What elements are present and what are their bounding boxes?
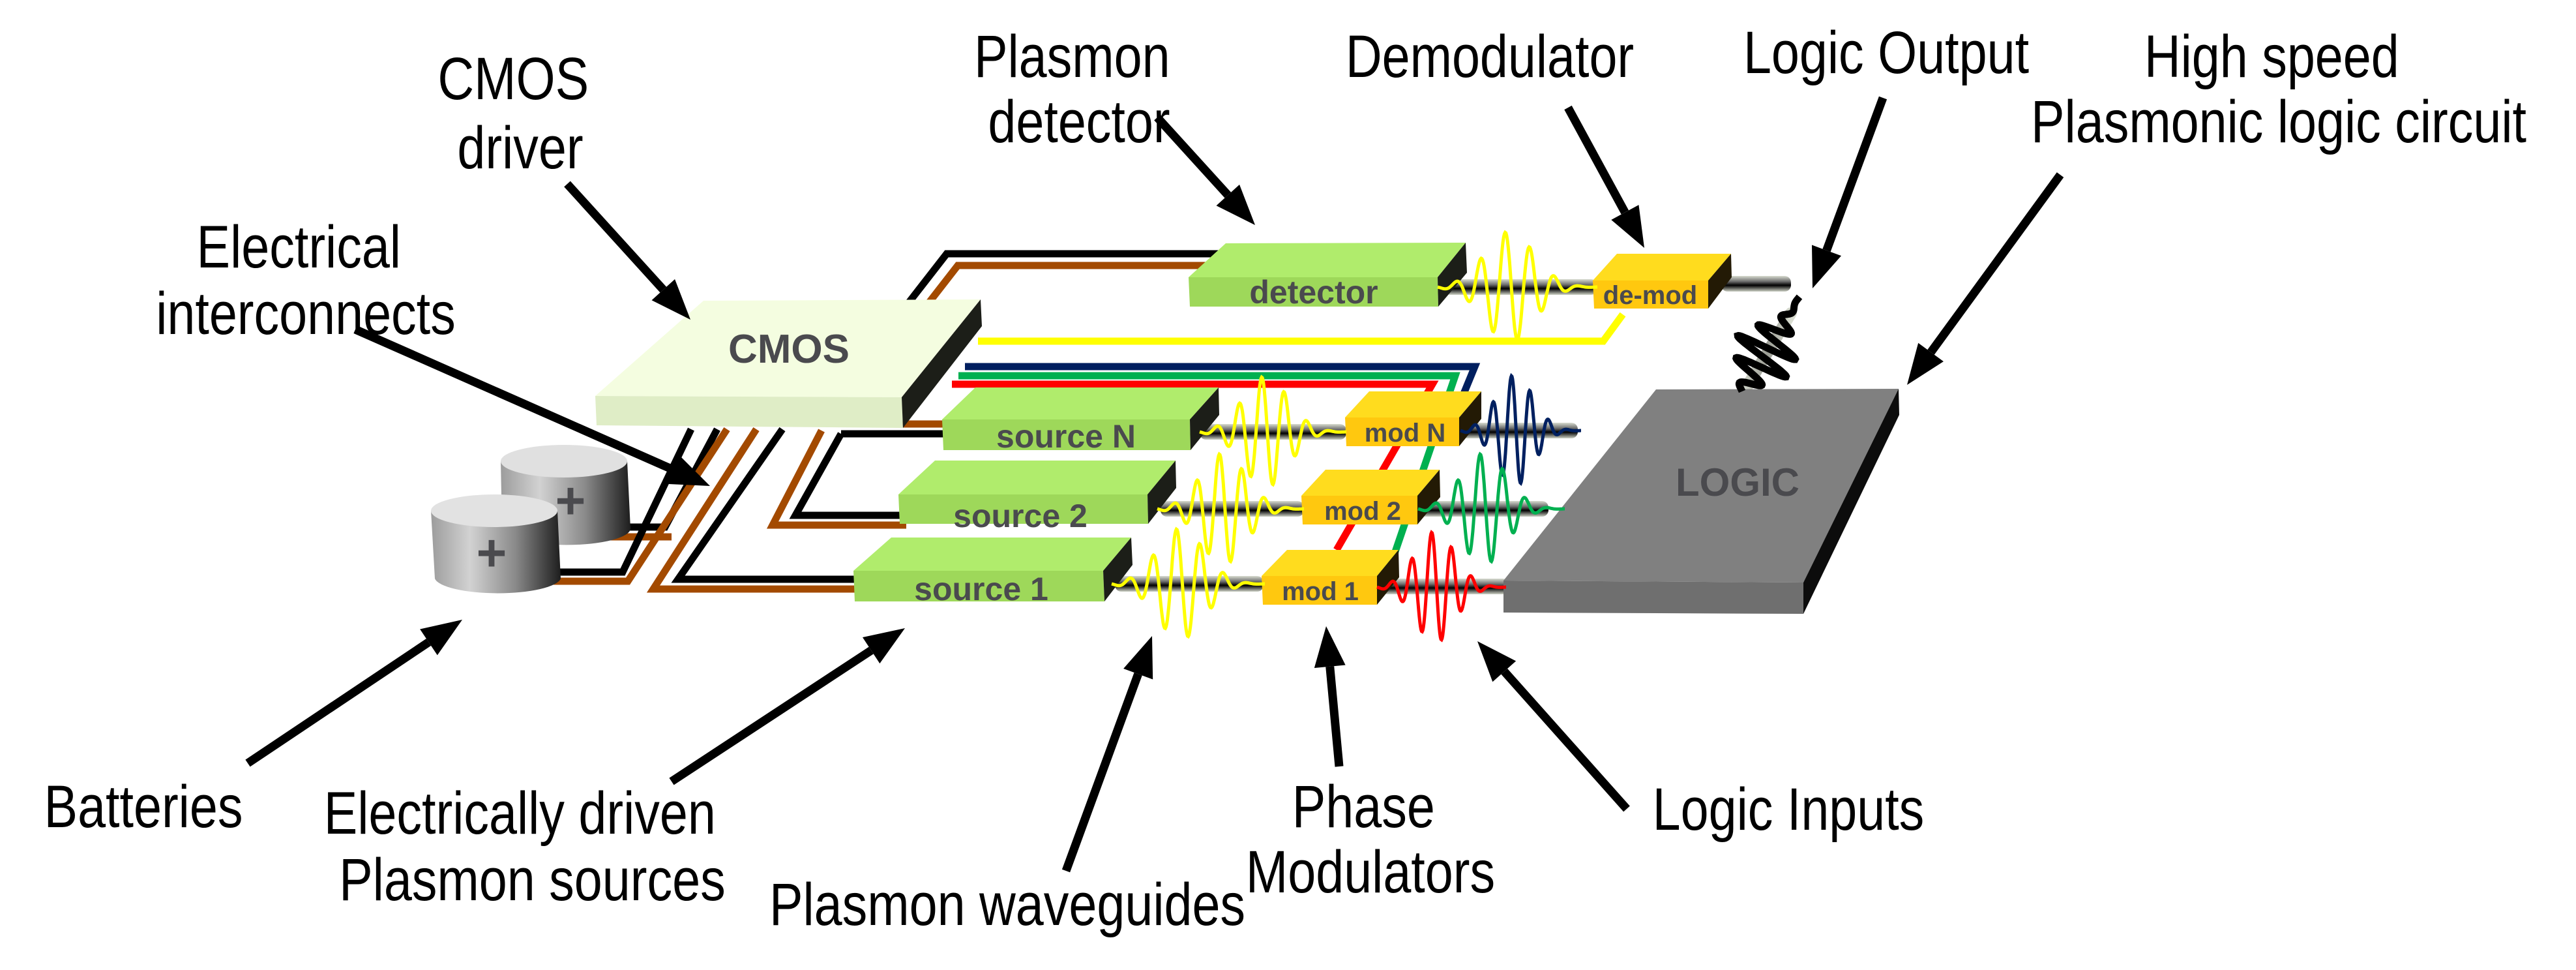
wire-brown-detector [923, 262, 1219, 309]
wave-mod2-logic [1417, 451, 1565, 564]
cmos-block-label: CMOS [728, 327, 850, 372]
cmos-block: CMOS [595, 299, 982, 428]
detector-block-label: detector [1249, 274, 1378, 311]
mod-1-block: mod 1 [1262, 550, 1399, 606]
wave-source1-mod1 [1111, 526, 1265, 639]
logic-block: LOGIC [1503, 389, 1899, 614]
source-1-block: source 1 [853, 538, 1133, 607]
wave-logic-output [1732, 294, 1803, 393]
plasmon-waves [1111, 230, 1803, 643]
label-logic-inputs: Logic Inputs [1653, 776, 1925, 843]
wave-modN-logic [1460, 372, 1581, 486]
label-cmos-driver: CMOS driver [437, 46, 602, 182]
demodulator-block-label: de-mod [1603, 281, 1697, 310]
mod-2-block-label: mod 2 [1324, 497, 1401, 526]
source-1-block-label: source 1 [914, 571, 1048, 607]
wire-black-battery-front [554, 427, 694, 576]
wire-black-source2 [789, 432, 906, 519]
label-electrical-interconnects: Electrical interconnects [156, 214, 456, 348]
wire-black-detector [902, 250, 1232, 309]
arrow-plasmonic-logic-circuit [1907, 172, 2064, 385]
source-2-block: source 2 [898, 461, 1176, 534]
arrow-plasmon-detector [1154, 114, 1255, 225]
labels: CMOS driver Electrical interconnects Pla… [44, 20, 2526, 939]
label-phase-modulators: Phase Modulators [1246, 774, 1495, 906]
wave-mod1-logic [1376, 530, 1506, 643]
label-plasmon-sources: Electrically driven Plasmon sources [324, 780, 730, 914]
label-logic-output: Logic Output [1743, 20, 2029, 87]
wave-detector-demod [1437, 230, 1597, 342]
arrow-electrical-interconnects [353, 326, 710, 486]
wave-sourceN-modN [1199, 374, 1346, 487]
label-batteries: Batteries [44, 774, 243, 841]
arrow-plasmon-waveguides [1061, 636, 1153, 873]
arrow-batteries [245, 620, 462, 767]
label-plasmon-waveguides: Plasmon waveguides [769, 871, 1245, 939]
label-demodulator: Demodulator [1346, 23, 1634, 91]
waveguide-demod-output [1721, 276, 1791, 292]
label-plasmonic-logic-circuit: High speed Plasmonic logic circuit [2031, 23, 2526, 156]
wire-black-source1 [671, 427, 861, 583]
wire-brown-source2 [766, 429, 906, 529]
arrow-logic-inputs [1477, 641, 1630, 812]
arrow-logic-output [1811, 96, 1888, 288]
source-n-block-label: source N [996, 418, 1136, 455]
mod-1-block-label: mod 1 [1282, 577, 1359, 606]
callout-arrows [245, 96, 2064, 873]
wire-brown-source1 [646, 427, 861, 593]
mod-n-block-label: mod N [1365, 419, 1445, 447]
electrical-interconnects [524, 250, 1626, 593]
arrow-demodulator [1564, 105, 1644, 248]
mod-n-block: mod N [1345, 391, 1481, 447]
battery-back: + [501, 445, 630, 545]
battery-plus-icon: + [555, 472, 586, 530]
battery-front: + [431, 494, 561, 594]
source-2-block-label: source 2 [953, 498, 1088, 534]
arrow-plasmon-sources [669, 628, 905, 785]
arrow-phase-modulators [1314, 626, 1346, 767]
mod-2-block: mod 2 [1301, 470, 1440, 526]
battery-plus-icon: + [477, 524, 507, 582]
demodulator-block: de-mod [1593, 254, 1732, 310]
logic-block-label: LOGIC [1676, 461, 1799, 504]
label-plasmon-detector: Plasmon detector [974, 23, 1184, 156]
arrow-cmos-driver [564, 181, 690, 320]
wire-yellow-demod [978, 312, 1626, 345]
detector-block: detector [1189, 243, 1467, 311]
wave-source2-mod2 [1157, 451, 1304, 564]
source-n-block: source N [942, 387, 1219, 455]
